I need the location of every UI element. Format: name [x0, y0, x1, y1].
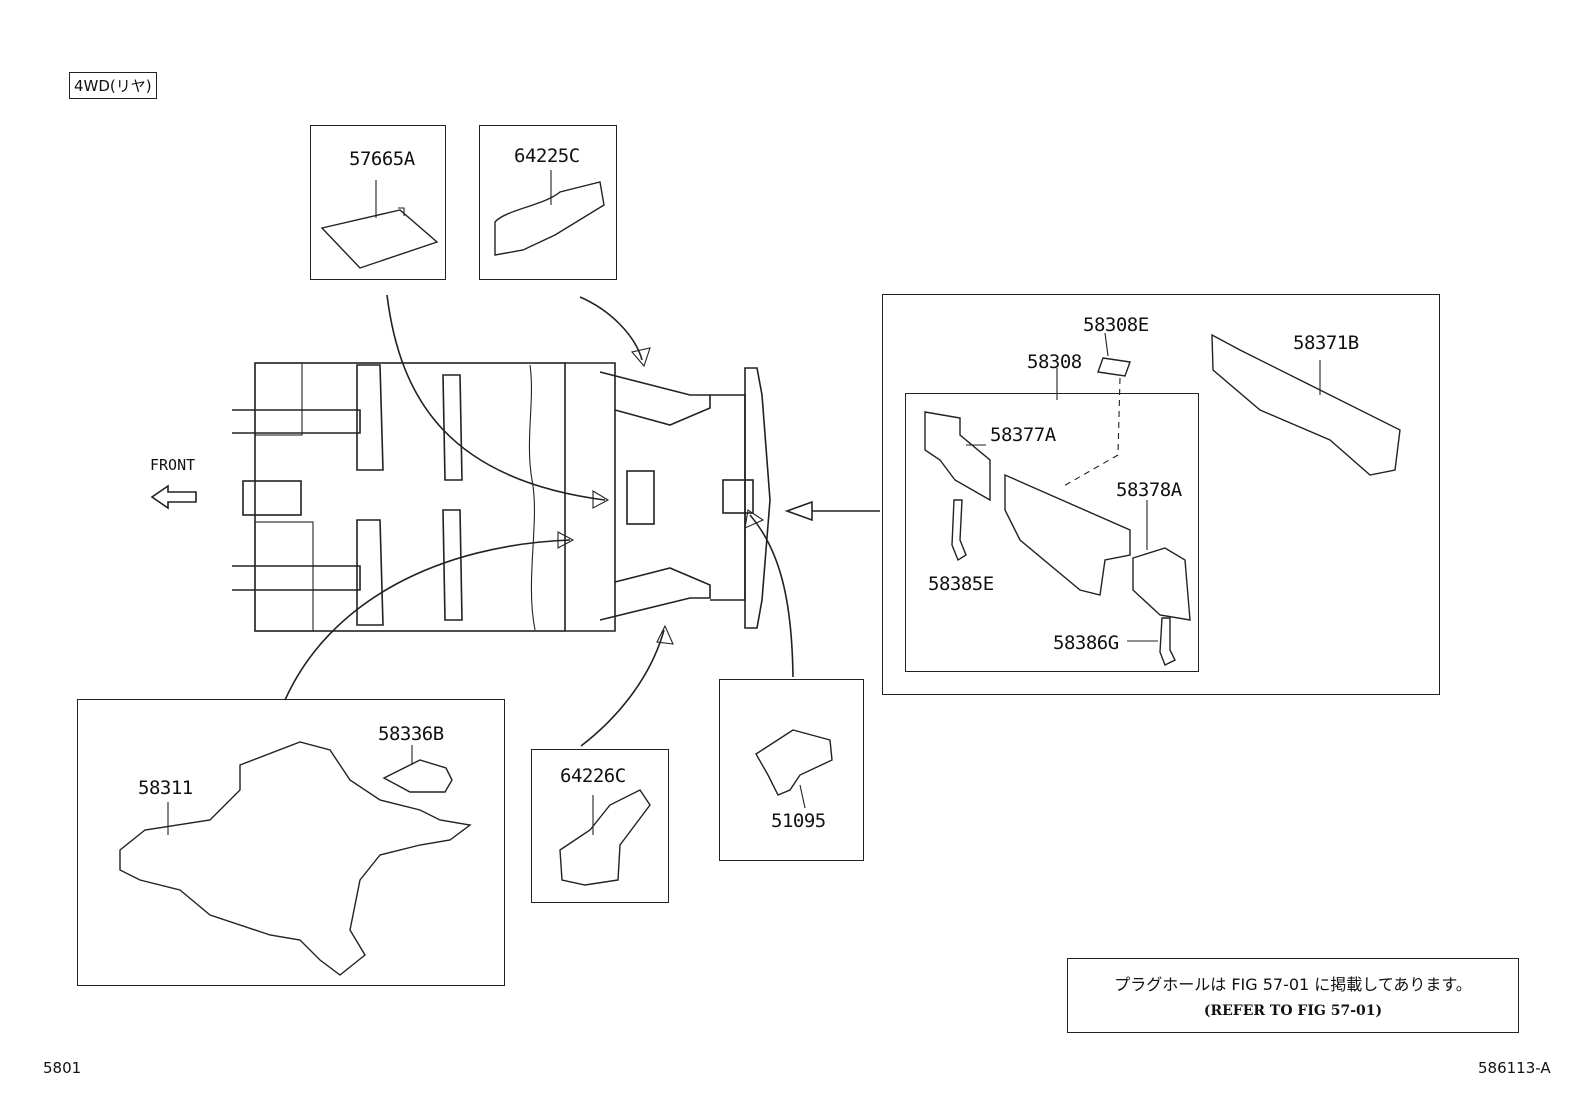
label-58378A: 58378A: [1116, 479, 1182, 501]
part-58308: [1004, 473, 1131, 596]
part-58308E: [1097, 357, 1131, 377]
part-51095: [755, 729, 833, 796]
label-64226C: 64226C: [560, 765, 626, 787]
arc-57665A: [386, 294, 606, 501]
front-arrow-icon: [150, 484, 197, 510]
part-58336B: [382, 759, 453, 793]
label-58371B: 58371B: [1293, 332, 1359, 354]
part-58386G: [1159, 617, 1176, 666]
part-58377A: [924, 411, 991, 502]
label-57665A: 57665A: [349, 148, 415, 170]
part-58378A: [1132, 547, 1191, 621]
label-58377A: 58377A: [990, 424, 1056, 446]
part-64225C: [494, 181, 605, 256]
arc-64226C: [580, 629, 665, 747]
arc-58311: [284, 539, 571, 701]
box-64226C: [531, 749, 669, 903]
label-58308E: 58308E: [1083, 314, 1149, 336]
floor-schematic: [232, 362, 771, 632]
label-58311: 58311: [138, 777, 193, 799]
part-58385E: [951, 499, 967, 562]
part-64226C: [559, 789, 651, 886]
variant-tag: 4WD(リヤ): [69, 72, 157, 99]
part-57665A: [320, 209, 439, 269]
box-64225C: [479, 125, 617, 280]
box-rear-panel-group: [882, 294, 1440, 695]
label-64225C: 64225C: [514, 145, 580, 167]
label-58385E: 58385E: [928, 573, 994, 595]
box-57665A: [310, 125, 446, 280]
box-58308-group: [905, 393, 1199, 672]
note-japanese: プラグホールは FIG 57-01 に掲載してあります。: [1114, 975, 1472, 994]
part-58371B: [1211, 333, 1401, 476]
footer-right-code: 586113-A: [1478, 1059, 1551, 1077]
part-58311: [119, 741, 472, 976]
label-51095: 51095: [771, 810, 826, 832]
label-58336B: 58336B: [378, 723, 444, 745]
arc-51095: [749, 514, 794, 678]
label-58308: 58308: [1027, 351, 1082, 373]
footer-left-code: 5801: [43, 1059, 82, 1077]
label-58386G: 58386G: [1053, 632, 1119, 654]
front-label: FRONT: [150, 456, 196, 474]
note-english: (REFER TO FIG 57-01): [1203, 1003, 1383, 1019]
reference-note: プラグホールは FIG 57-01 に掲載してあります。 (REFER TO F…: [1067, 958, 1519, 1033]
box-58311-group: [77, 699, 505, 986]
arc-64225C: [579, 296, 643, 361]
box-51095: [719, 679, 864, 861]
arrow-rear-panel: [784, 500, 880, 522]
